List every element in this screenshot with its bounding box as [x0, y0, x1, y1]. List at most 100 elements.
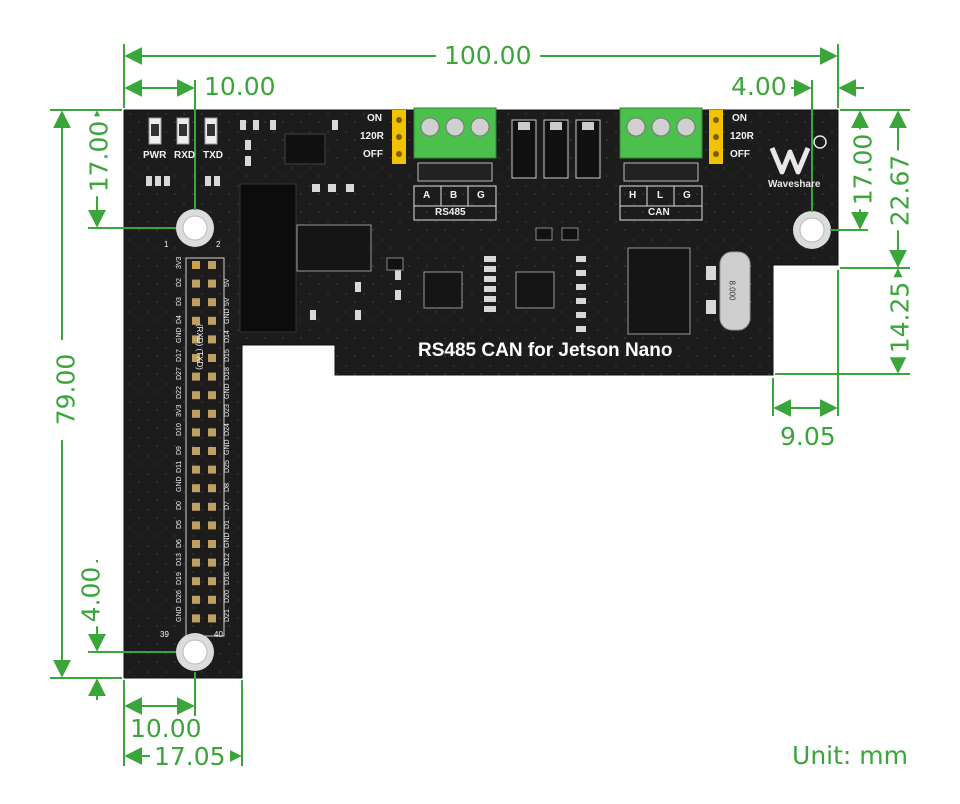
pin-label: GND [224, 439, 231, 455]
can-jumper-on: ON [732, 113, 747, 124]
unit-label: Unit: mm [792, 741, 908, 770]
pin-num-1: 1 [164, 240, 169, 249]
pin-label: 5V [224, 297, 231, 306]
header-pin [208, 502, 216, 511]
pin-label: D6 [176, 538, 183, 548]
header-pin [192, 372, 200, 381]
dcdc-module [239, 183, 297, 333]
pin-label: D8 [224, 482, 231, 492]
led-label-pwr: PWR [143, 150, 167, 161]
pin-num-39: 39 [160, 630, 169, 639]
header-pin [208, 521, 216, 530]
pin-label: D15 [224, 348, 231, 362]
pin-label: D10 [176, 423, 183, 436]
can-jumper [709, 110, 723, 164]
pin-label: D11 [176, 460, 183, 474]
pin-label: D27 [176, 367, 183, 381]
rs485-jumper [392, 110, 406, 164]
pin-label: D1 [224, 520, 231, 529]
pin-label: GND [176, 606, 183, 622]
pin-note: (RXD) (TXD) [195, 324, 204, 370]
pin-label: D13 [176, 553, 183, 567]
pin-label: D19 [176, 571, 183, 585]
header-pin [208, 558, 216, 567]
pin-label: D16 [224, 571, 231, 585]
header-pin [208, 354, 216, 362]
brand-label: Waveshare [768, 179, 821, 190]
transistors [386, 227, 579, 271]
pin-label: D2 [176, 278, 183, 288]
rs485-label: RS485 [435, 207, 466, 218]
board-title: RS485 CAN for Jetson Nano [418, 340, 673, 361]
header-pin [208, 428, 216, 437]
header-pin [208, 335, 216, 344]
header-pin [208, 298, 216, 307]
header-pin [208, 447, 216, 455]
led-label-txd: TXD [203, 150, 223, 161]
dim-hole-top-left: 17.00 [84, 116, 113, 197]
pin-label: D24 [224, 423, 231, 436]
header-pin [192, 577, 200, 586]
header-pin [192, 558, 200, 567]
mount-hole-right [793, 211, 831, 249]
header-pin [192, 465, 200, 474]
pin-label: D22 [176, 385, 183, 399]
header-pin [192, 484, 200, 493]
can-jumper-120r: 120R [730, 131, 754, 142]
rs485-terminal-block [413, 107, 497, 182]
header-pin [192, 391, 200, 400]
dim-bottom-hole-left: 10.00 [126, 716, 206, 741]
header-pin [192, 335, 200, 344]
pin-label: D17 [176, 348, 183, 362]
passive-components [146, 120, 716, 332]
pin-label: D7 [224, 501, 231, 511]
header-pin [192, 409, 200, 418]
header-pin [208, 391, 216, 400]
header-pin [208, 484, 216, 493]
pin-label: 3V3 [176, 404, 183, 418]
header-pin [192, 298, 200, 307]
pin-label: D14 [224, 330, 231, 343]
pin-label: D23 [224, 404, 231, 418]
pin-header-outline [185, 257, 225, 637]
header-pin [208, 279, 216, 288]
header-pin [192, 595, 200, 604]
pin-label: GND [224, 308, 231, 325]
dim-notch-width: 9.05 [776, 424, 840, 449]
header-pin [192, 521, 200, 530]
pin-num-2: 2 [216, 240, 221, 249]
waveshare-logo [769, 135, 827, 175]
header-pin [208, 577, 216, 586]
rs485-pin-g: G [477, 190, 485, 201]
dim-hole-bottom-offset: 4.00 [76, 562, 105, 627]
dim-right-upper-height: 22.67 [885, 150, 914, 231]
can-terminal-block [619, 107, 703, 182]
pin-label: GND [176, 476, 183, 492]
header-pin [208, 595, 216, 604]
pin-label: D4 [176, 315, 183, 325]
terminal-silk-boxes [413, 185, 703, 221]
header-pin [208, 372, 216, 381]
header-pin [208, 261, 216, 269]
header-pin [192, 279, 200, 288]
rs485-jumper-120r: 120R [360, 131, 384, 142]
pin-label: D9 [176, 445, 183, 455]
mount-hole-top-left [176, 209, 214, 247]
rs485-jumper-off: OFF [363, 149, 383, 160]
pin-label: GND [224, 532, 231, 548]
tvs-diodes [511, 119, 601, 179]
header-pin [192, 614, 200, 623]
dim-width-total: 100.00 [440, 43, 536, 68]
header-pin [208, 409, 216, 418]
pin-label: D25 [224, 460, 231, 474]
can-pin-l: L [657, 190, 664, 201]
pin-label: D0 [176, 501, 183, 511]
dim-notch-height: 14.25 [885, 277, 914, 358]
pin-label: D26 [176, 590, 183, 604]
crystal [719, 251, 751, 331]
gpio-pin-header [192, 261, 216, 623]
status-leds [148, 117, 218, 145]
header-pin [192, 502, 200, 511]
rs485-pin-a: A [423, 190, 431, 201]
